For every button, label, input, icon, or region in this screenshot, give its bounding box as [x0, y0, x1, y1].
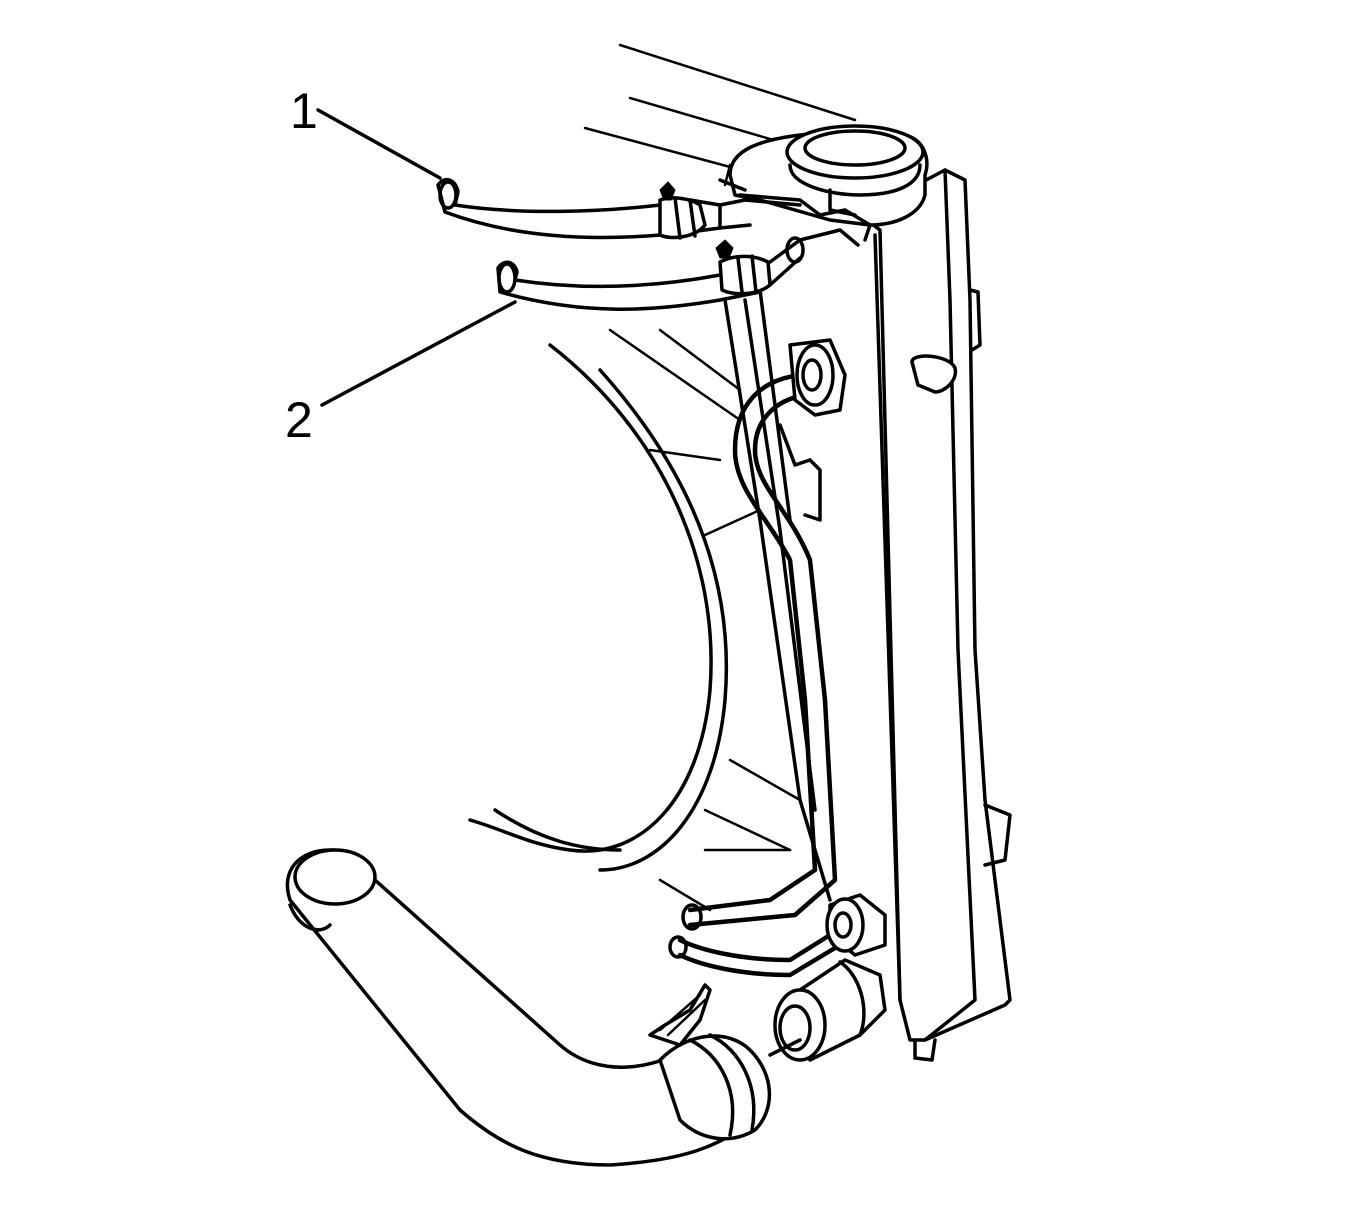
radiator-outlet-neck: [773, 958, 887, 1062]
lower-cooler-line: [668, 893, 887, 978]
callout-2: 2: [285, 392, 313, 448]
lower-radiator-hose: [285, 848, 802, 1167]
hose-2: [496, 228, 860, 311]
fan-shroud: [468, 328, 802, 912]
leader-lines: [316, 108, 517, 407]
leader-line-2: [320, 300, 517, 407]
cooler-line: [681, 338, 847, 931]
radiator-side-tank: [858, 168, 1012, 1062]
hose-1: [436, 177, 802, 240]
callout-1: 1: [290, 83, 318, 139]
leader-line-1: [316, 108, 442, 180]
radiator-cap-assembly: [718, 124, 929, 242]
